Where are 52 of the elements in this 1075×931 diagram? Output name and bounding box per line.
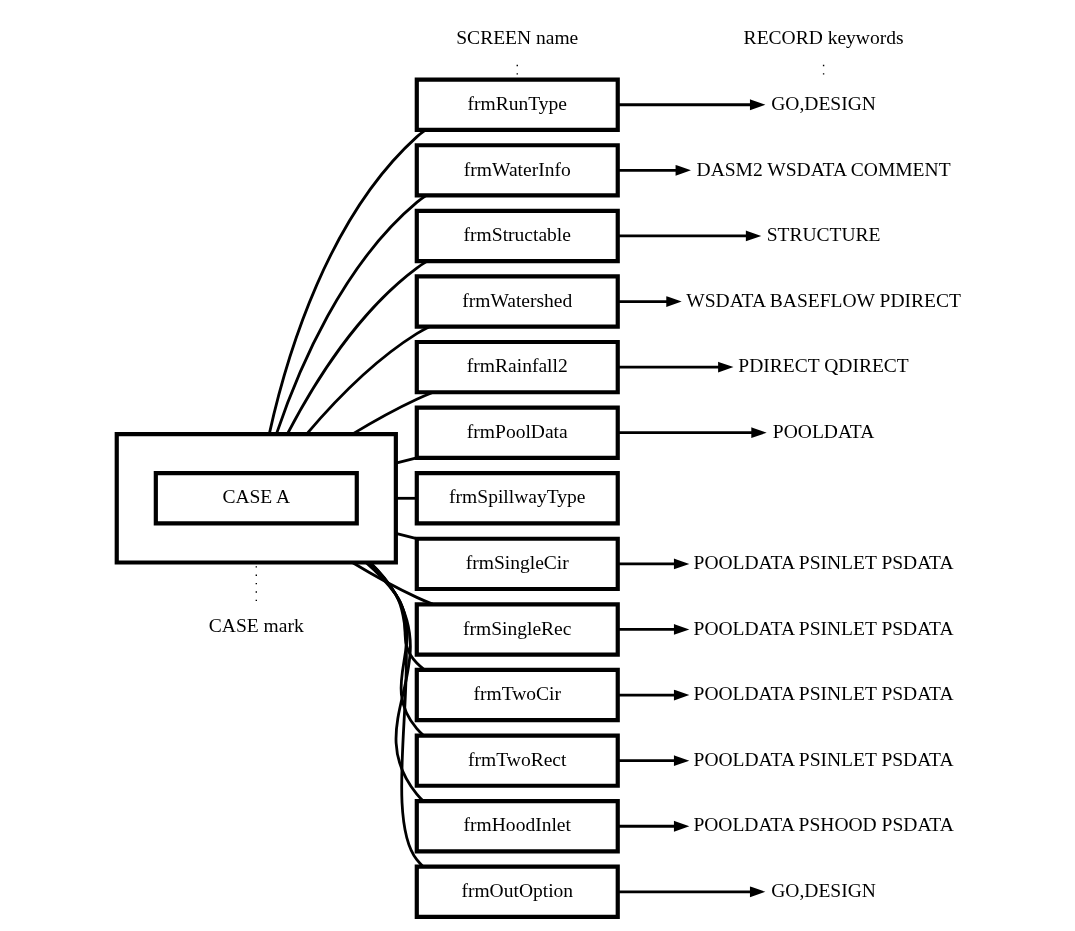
connector — [305, 325, 430, 435]
node-box: frmTwoRect — [414, 733, 620, 788]
node-text: SCREEN name — [456, 27, 579, 49]
connector — [367, 561, 425, 737]
arrow — [618, 886, 766, 898]
node-text: POOLDATA PSINLET PSDATA — [693, 683, 954, 705]
node-box: frmRainfall2 — [414, 339, 620, 395]
connector — [395, 456, 417, 465]
arrow — [618, 99, 766, 111]
node-text: POOLDATA — [772, 420, 875, 442]
node-text: POOLDATA PSINLET PSDATA — [693, 748, 954, 770]
connector — [275, 194, 427, 435]
node-box: frmWatershed — [414, 274, 620, 329]
node-box: frmTwoCir — [414, 667, 620, 723]
node-box: frmRunType — [414, 77, 620, 132]
arrow — [618, 164, 691, 176]
arrow — [618, 558, 690, 570]
node-box: frmSingleRec — [414, 602, 620, 657]
node-text: POOLDATA PSINLET PSDATA — [693, 617, 954, 639]
connector — [369, 561, 424, 868]
node-box: frmSpillwayType — [414, 471, 620, 526]
node-box: CASE A — [153, 471, 359, 526]
node-text: CASE mark — [208, 614, 304, 636]
node-text: RECORD keywords — [743, 27, 904, 49]
node-box: frmStructable — [414, 208, 620, 264]
node-text: POOLDATA PSINLET PSDATA — [693, 552, 954, 574]
node-box: frmHoodInlet — [414, 799, 620, 854]
node-box: frmSingleCir — [414, 536, 620, 592]
arrow — [618, 230, 762, 242]
cluster — [114, 432, 398, 565]
connector — [395, 532, 417, 541]
node-box: frmWaterInfo — [414, 143, 620, 198]
connector — [368, 561, 425, 802]
node-text: POOLDATA PSHOOD PSDATA — [693, 814, 954, 836]
arrow — [618, 296, 682, 307]
arrow — [618, 427, 767, 439]
connector — [351, 561, 434, 606]
node-text: GO,DESIGN — [771, 92, 876, 114]
node-text: PDIRECT QDIRECT — [738, 355, 909, 377]
arrow — [618, 624, 690, 635]
arrow — [618, 361, 734, 373]
connector — [395, 496, 417, 500]
node-text: WSDATA BASEFLOW PDIRECT — [686, 289, 961, 311]
node-text: GO,DESIGN — [771, 880, 876, 901]
node-box: frmOutOption — [414, 864, 620, 920]
node-box: frmPoolData — [414, 405, 620, 460]
arrow — [618, 689, 690, 701]
connector — [364, 561, 426, 671]
node-text: STRUCTURE — [766, 224, 881, 246]
arrow — [618, 820, 690, 832]
arrow — [618, 755, 690, 767]
node-text: DASM2 WSDATA COMMENT — [696, 158, 951, 180]
